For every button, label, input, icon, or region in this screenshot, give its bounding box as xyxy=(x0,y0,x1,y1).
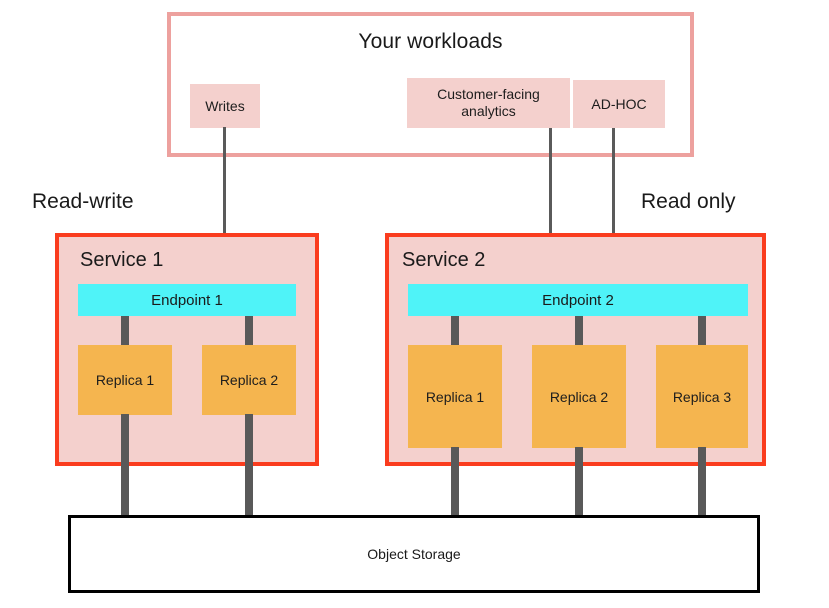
connector-endpoint2-replica1 xyxy=(451,316,459,346)
service-1-replica-1[interactable]: Replica 1 xyxy=(78,345,172,415)
connector-s2-replica1-storage xyxy=(451,447,459,516)
connector-s2-replica3-storage xyxy=(698,447,706,516)
connector-endpoint1-replica1 xyxy=(121,316,129,346)
connector-endpoint2-replica2 xyxy=(575,316,583,346)
connector-s1-replica2-storage xyxy=(245,414,253,516)
service-2-replica-3[interactable]: Replica 3 xyxy=(656,345,748,448)
arrow-adhoc-to-endpoint-2-line xyxy=(612,128,615,253)
service-1-replica-2[interactable]: Replica 2 xyxy=(202,345,296,415)
label-read-only: Read only xyxy=(641,190,736,213)
workload-ad-hoc[interactable]: AD-HOC xyxy=(573,80,665,128)
service-1-title: Service 1 xyxy=(80,249,164,271)
connector-endpoint2-replica3 xyxy=(698,316,706,346)
service-2-endpoint[interactable]: Endpoint 2 xyxy=(408,284,748,316)
workload-writes[interactable]: Writes xyxy=(190,84,260,128)
service-1-endpoint[interactable]: Endpoint 1 xyxy=(78,284,296,316)
workloads-title: Your workloads xyxy=(358,30,503,53)
object-storage-container[interactable]: Object Storage xyxy=(68,515,760,593)
service-2-replica-1[interactable]: Replica 1 xyxy=(408,345,502,448)
workload-customer-facing-analytics[interactable]: Customer-facing analytics xyxy=(407,78,570,128)
label-read-write: Read-write xyxy=(32,190,134,213)
service-2-title: Service 2 xyxy=(402,249,486,271)
object-storage-label: Object Storage xyxy=(367,546,461,562)
service-2-replica-2[interactable]: Replica 2 xyxy=(532,345,626,448)
arrow-analytics-to-endpoint-2-line xyxy=(549,128,552,253)
connector-s2-replica2-storage xyxy=(575,447,583,516)
connector-s1-replica1-storage xyxy=(121,414,129,516)
arrow-writes-to-endpoint-1-line xyxy=(223,127,226,253)
connector-endpoint1-replica2 xyxy=(245,316,253,346)
